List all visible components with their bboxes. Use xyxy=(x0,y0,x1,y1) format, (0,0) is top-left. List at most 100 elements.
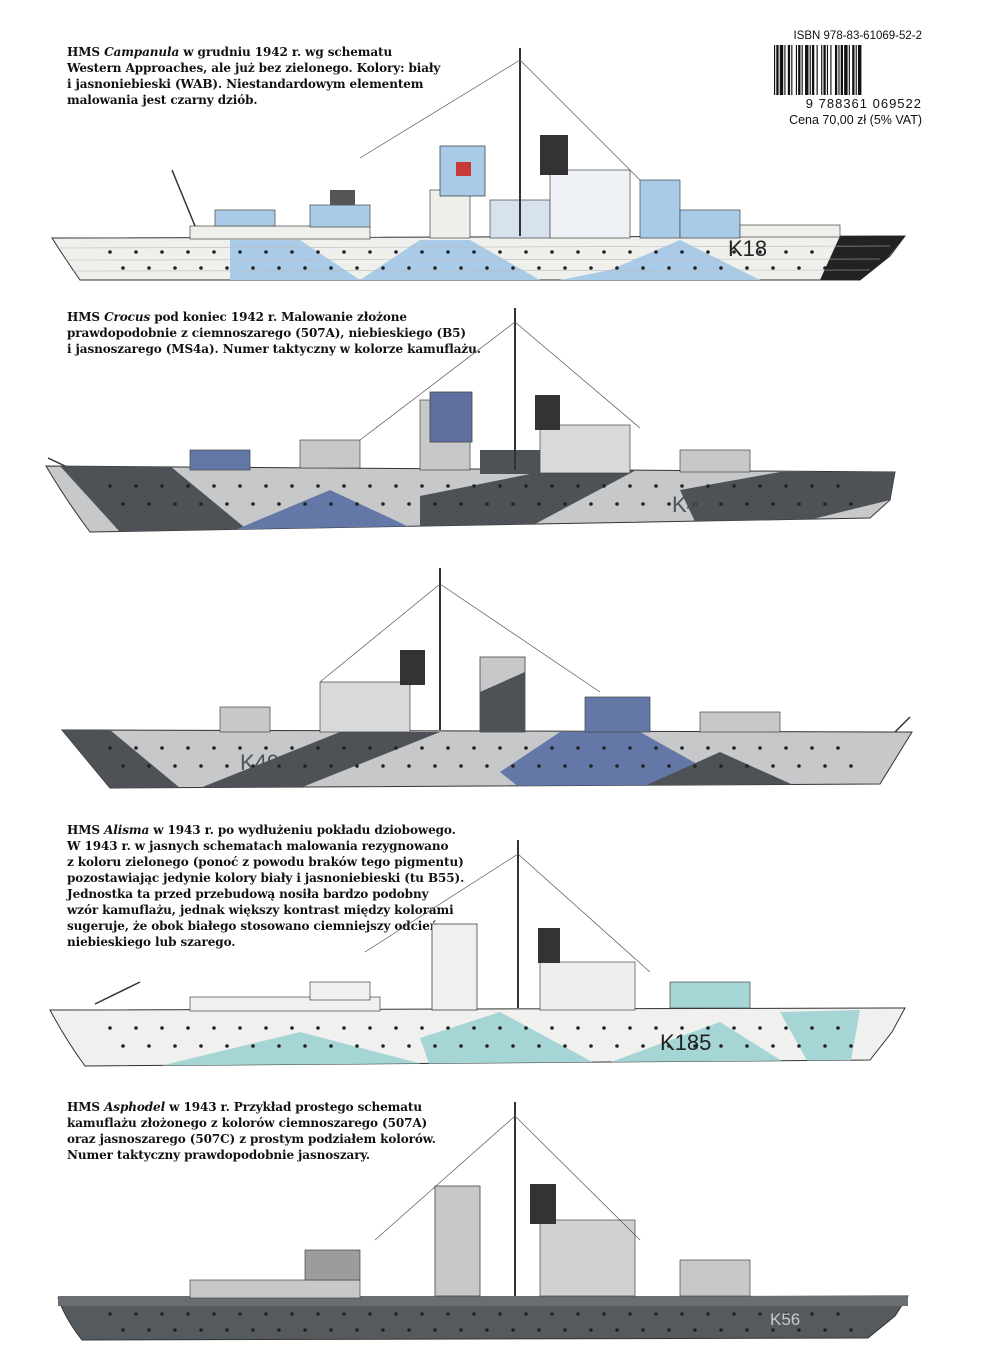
porthole xyxy=(667,1328,671,1332)
porthole xyxy=(303,1328,307,1332)
porthole xyxy=(693,764,697,768)
porthole xyxy=(199,502,203,506)
porthole xyxy=(810,746,814,750)
porthole xyxy=(316,484,320,488)
porthole xyxy=(134,746,138,750)
porthole xyxy=(667,764,671,768)
porthole xyxy=(693,502,697,506)
porthole xyxy=(758,746,762,750)
porthole xyxy=(680,250,684,254)
porthole xyxy=(225,1044,229,1048)
porthole xyxy=(641,1328,645,1332)
porthole xyxy=(238,1312,242,1316)
porthole xyxy=(121,764,125,768)
porthole xyxy=(225,266,229,270)
porthole xyxy=(771,502,775,506)
porthole xyxy=(498,1026,502,1030)
porthole xyxy=(147,1044,151,1048)
porthole xyxy=(719,502,723,506)
porthole xyxy=(823,502,827,506)
porthole xyxy=(316,746,320,750)
porthole xyxy=(810,250,814,254)
porthole xyxy=(381,502,385,506)
hull-number-crocus-port: K49 xyxy=(240,750,279,775)
porthole xyxy=(121,266,125,270)
porthole xyxy=(485,764,489,768)
ship-name: Asphodel xyxy=(104,1100,166,1114)
porthole xyxy=(745,502,749,506)
porthole xyxy=(758,1312,762,1316)
porthole xyxy=(303,266,307,270)
porthole xyxy=(290,746,294,750)
porthole xyxy=(615,502,619,506)
porthole xyxy=(472,250,476,254)
porthole xyxy=(446,250,450,254)
porthole xyxy=(134,1026,138,1030)
porthole xyxy=(355,764,359,768)
porthole xyxy=(615,764,619,768)
porthole xyxy=(459,266,463,270)
porthole xyxy=(797,1328,801,1332)
porthole xyxy=(433,764,437,768)
porthole xyxy=(329,1328,333,1332)
porthole xyxy=(277,502,281,506)
porthole xyxy=(680,1026,684,1030)
porthole xyxy=(654,1312,658,1316)
porthole xyxy=(745,266,749,270)
porthole xyxy=(160,746,164,750)
porthole xyxy=(199,764,203,768)
porthole xyxy=(264,1026,268,1030)
porthole xyxy=(836,746,840,750)
porthole xyxy=(147,1328,151,1332)
porthole xyxy=(771,1328,775,1332)
porthole xyxy=(212,250,216,254)
ship-illustration-crocus-starboard: K49 xyxy=(45,308,896,533)
porthole xyxy=(550,1312,554,1316)
porthole xyxy=(459,764,463,768)
porthole xyxy=(498,746,502,750)
porthole xyxy=(446,484,450,488)
porthole xyxy=(407,266,411,270)
porthole xyxy=(212,746,216,750)
porthole xyxy=(498,1312,502,1316)
porthole xyxy=(420,484,424,488)
porthole xyxy=(173,1044,177,1048)
porthole xyxy=(472,746,476,750)
porthole xyxy=(173,502,177,506)
porthole xyxy=(420,250,424,254)
porthole xyxy=(667,502,671,506)
ship-name: Alisma xyxy=(104,823,150,837)
porthole xyxy=(823,266,827,270)
porthole xyxy=(524,250,528,254)
porthole xyxy=(784,484,788,488)
porthole xyxy=(264,484,268,488)
porthole xyxy=(316,250,320,254)
porthole xyxy=(576,1312,580,1316)
porthole xyxy=(186,1312,190,1316)
porthole xyxy=(810,1312,814,1316)
porthole xyxy=(446,1026,450,1030)
porthole xyxy=(368,1312,372,1316)
porthole xyxy=(511,764,515,768)
porthole xyxy=(550,746,554,750)
caption-asphodel: HMS Asphodel w 1943 r. Przykład prostego… xyxy=(67,1099,436,1163)
porthole xyxy=(212,1026,216,1030)
porthole xyxy=(784,1026,788,1030)
porthole xyxy=(563,502,567,506)
porthole xyxy=(511,1328,515,1332)
porthole xyxy=(602,250,606,254)
porthole xyxy=(550,250,554,254)
porthole xyxy=(797,764,801,768)
porthole xyxy=(576,1026,580,1030)
porthole xyxy=(251,1044,255,1048)
porthole xyxy=(836,1312,840,1316)
porthole xyxy=(771,764,775,768)
porthole xyxy=(628,746,632,750)
porthole xyxy=(329,1044,333,1048)
porthole xyxy=(745,1044,749,1048)
porthole xyxy=(667,1044,671,1048)
porthole xyxy=(472,1026,476,1030)
porthole xyxy=(706,746,710,750)
porthole xyxy=(173,764,177,768)
